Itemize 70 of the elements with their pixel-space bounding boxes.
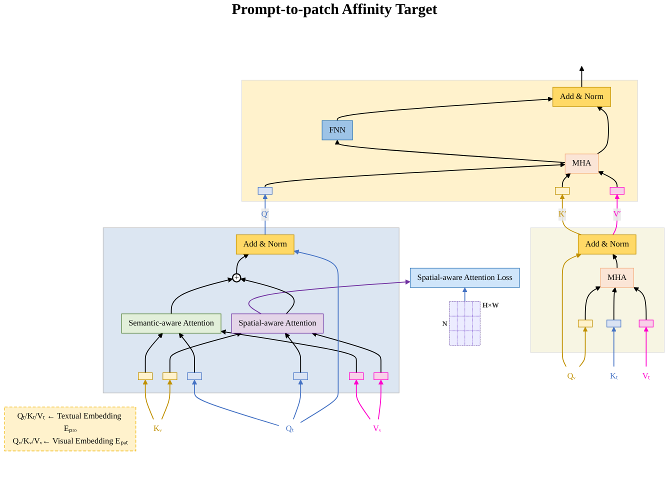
arrow: [294, 250, 339, 423]
node-text: Vₜ: [642, 372, 650, 381]
arrow: [612, 287, 617, 320]
arrow: [584, 286, 601, 320]
arrow: [462, 287, 468, 302]
node-box: Spatial-aware Attention Loss: [410, 268, 520, 288]
node-box: Qₜ/Kₜ/Vₜ ← Textual Embedding Eₚᵣₒ Qᵥ/Kᵥ/Vᵥ← Visual Embedding Eₚₐₜ: [4, 406, 136, 452]
arrow: [142, 380, 154, 420]
arrow: [144, 332, 163, 374]
arrow: [192, 380, 280, 426]
arrow: [611, 326, 616, 367]
arrow: [220, 330, 357, 374]
arrow: [596, 106, 609, 154]
arrow: [178, 332, 195, 374]
node-box: [349, 372, 364, 380]
edge-label: K′: [558, 210, 566, 219]
node-box: [578, 320, 593, 328]
arrow: [612, 254, 618, 269]
diagram-title: Prompt-to-patch Affinity Target: [230, 1, 438, 20]
node-text: Qₜ: [286, 424, 294, 434]
arrow: [169, 332, 242, 374]
arrow: [170, 278, 233, 314]
arrow: [579, 326, 588, 367]
node-box: [187, 372, 202, 380]
arrow: [644, 326, 649, 367]
node-text: Vᵥ: [372, 424, 382, 434]
node-box: [162, 372, 178, 380]
node-box: [374, 372, 388, 380]
node-box: Add & Norm: [236, 234, 294, 254]
node-box: Semantic-aware Attention: [121, 314, 222, 334]
arrow: [562, 253, 582, 367]
node-box: [138, 372, 153, 380]
node-text: Kᵥ: [153, 424, 162, 434]
arrow: [336, 96, 554, 122]
edge-label: Q′: [261, 210, 269, 219]
node-box: [555, 187, 570, 195]
arrow: [334, 140, 566, 163]
node-box: MHA: [564, 154, 599, 174]
cluster: [102, 227, 400, 394]
node-box: [610, 187, 624, 195]
node-text: Qᵥ: [567, 372, 576, 381]
node-box: Add & Norm: [552, 86, 611, 107]
node-text: Kₜ: [610, 372, 618, 381]
arrow: [248, 279, 410, 314]
arrow: [240, 277, 295, 314]
node-box: MHA: [600, 268, 634, 288]
arrow: [236, 254, 249, 274]
arrow: [598, 171, 618, 188]
node-circle: +: [232, 273, 242, 282]
edge-label: V′: [613, 210, 621, 219]
arrow: [562, 173, 571, 188]
node-box: [258, 187, 272, 195]
arrow: [354, 380, 371, 420]
arrow: [264, 162, 566, 188]
cluster: [530, 227, 665, 353]
arrow: [284, 332, 302, 374]
arrow: [378, 380, 384, 420]
node-box: [293, 372, 308, 380]
node-box: [606, 320, 622, 328]
node-box: [638, 320, 654, 328]
node-box: Spatial-aware Attention: [231, 314, 324, 334]
arrow: [633, 287, 647, 320]
arrow: [312, 332, 382, 374]
node-box: FNN: [322, 120, 353, 140]
cluster: [241, 80, 638, 202]
arrow: [579, 66, 584, 88]
arrow: [161, 380, 172, 420]
arrow: [612, 194, 620, 236]
arrow: [292, 380, 304, 420]
node-box: Add & Norm: [578, 234, 636, 254]
